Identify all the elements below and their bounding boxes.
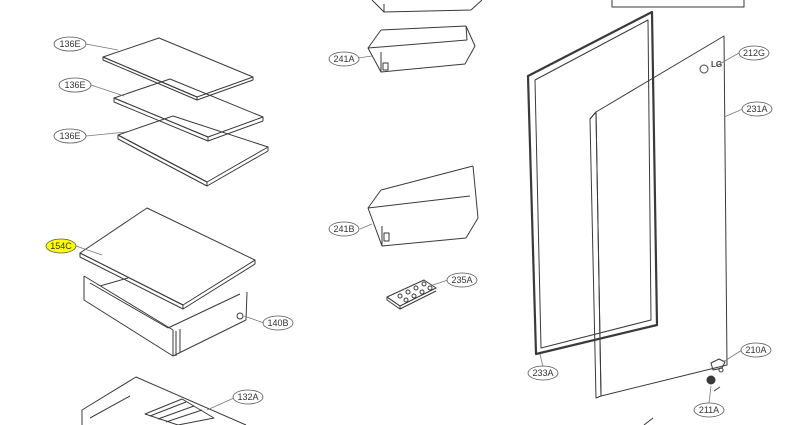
callout-label: 154C bbox=[50, 241, 72, 251]
callout-label: 132A bbox=[237, 392, 258, 402]
door-gasket bbox=[526, 10, 659, 356]
callout-bubble bbox=[738, 45, 770, 61]
callout-label: 231A bbox=[746, 104, 767, 114]
callout-bubble bbox=[693, 402, 725, 418]
callout-210a[interactable]: 210A bbox=[740, 342, 772, 358]
door-bin-241a bbox=[367, 25, 476, 73]
glass-shelf-middle bbox=[113, 78, 264, 142]
callout-bubble bbox=[232, 389, 264, 405]
callout-231a[interactable]: 231A bbox=[741, 101, 773, 117]
hinge-211a bbox=[643, 375, 721, 425]
callout-label: 211A bbox=[699, 405, 719, 415]
callout-bubble bbox=[328, 51, 360, 67]
callout-bubble bbox=[740, 342, 772, 358]
glass-shelf-top bbox=[102, 37, 254, 101]
callout-233a[interactable]: 233A bbox=[527, 365, 559, 381]
callout-136e-1[interactable]: 136E bbox=[53, 36, 87, 52]
callout-140b[interactable]: 140B bbox=[262, 315, 294, 331]
callout-154c[interactable]: 154C bbox=[45, 238, 77, 254]
callout-bubble bbox=[328, 221, 360, 237]
callout-label: 136E bbox=[59, 131, 80, 141]
door-bin-top-partial bbox=[371, 0, 483, 13]
legend-box-corner bbox=[611, 0, 745, 8]
callout-bubble bbox=[53, 36, 87, 52]
callout-label: 212G bbox=[743, 48, 765, 58]
callout-132a[interactable]: 132A bbox=[232, 389, 264, 405]
callout-label: 136E bbox=[59, 39, 80, 49]
egg-tray bbox=[386, 279, 437, 310]
callout-group: 136E 136E 136E 154C 140B 132A 241A 241B bbox=[45, 36, 773, 418]
callout-bubble bbox=[58, 77, 92, 93]
callout-label: 241A bbox=[333, 54, 354, 64]
leader-lines bbox=[75, 43, 744, 411]
lg-logo: LG bbox=[699, 60, 722, 74]
callout-label: 136E bbox=[64, 80, 85, 90]
lg-logo-text: LG bbox=[711, 60, 722, 69]
callout-235a[interactable]: 235A bbox=[446, 272, 478, 288]
callout-label: 233A bbox=[532, 368, 553, 378]
callout-241a[interactable]: 241A bbox=[328, 51, 360, 67]
callout-241b[interactable]: 241B bbox=[328, 221, 360, 237]
callout-bubble bbox=[527, 365, 559, 381]
callout-211a[interactable]: 211A bbox=[693, 402, 725, 418]
door-bin-241b bbox=[367, 165, 479, 247]
callout-bubble bbox=[53, 128, 87, 144]
callout-bubble bbox=[446, 272, 478, 288]
door-panel bbox=[589, 35, 728, 399]
callout-label: 210A bbox=[745, 345, 766, 355]
callout-bubble bbox=[741, 101, 773, 117]
lower-drawer bbox=[81, 376, 247, 425]
callout-212g[interactable]: 212G bbox=[738, 45, 770, 61]
crisper-drawer bbox=[83, 275, 248, 357]
callout-label: 235A bbox=[451, 275, 472, 285]
callout-bubble-highlighted bbox=[45, 238, 77, 254]
callout-label: 140B bbox=[267, 318, 288, 328]
callout-label: 241B bbox=[333, 224, 354, 234]
callout-bubble bbox=[262, 315, 294, 331]
glass-shelf-bottom bbox=[117, 115, 269, 187]
hinge-210a bbox=[710, 358, 726, 373]
callout-136e-3[interactable]: 136E bbox=[53, 128, 87, 144]
callout-136e-2[interactable]: 136E bbox=[58, 77, 92, 93]
crisper-cover bbox=[79, 207, 256, 310]
